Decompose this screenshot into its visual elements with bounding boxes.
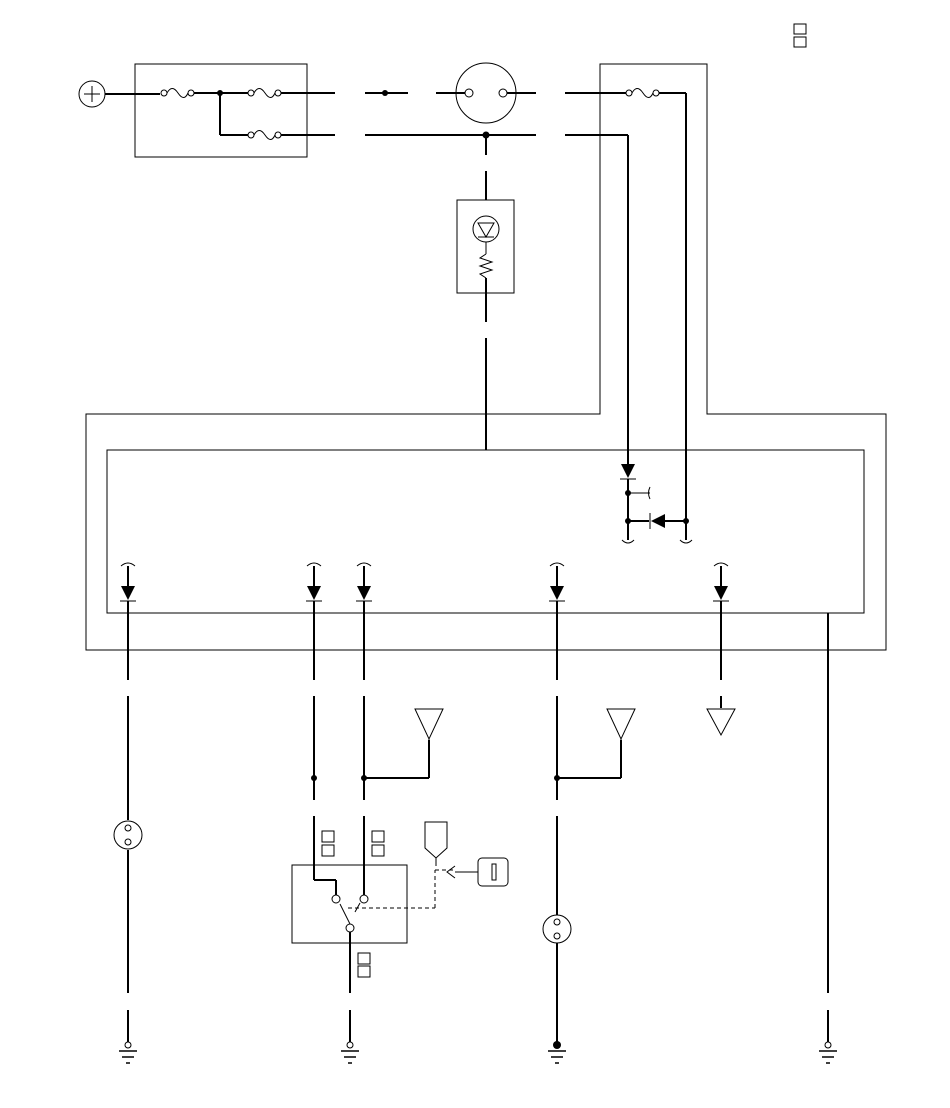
switch-contact (359, 894, 369, 904)
switch-contact (345, 923, 355, 933)
ground-icon (119, 1010, 137, 1064)
key-icon (424, 821, 509, 887)
fuse-icon (160, 88, 195, 98)
control-unit (106, 449, 865, 614)
antenna-icon (414, 708, 444, 750)
connector-icon (455, 62, 536, 124)
antenna-icon (706, 708, 736, 737)
pin-arrow-1 (120, 562, 136, 602)
pin-arrow-3 (356, 562, 372, 602)
antenna-icon (606, 708, 636, 750)
fuse-box (134, 63, 308, 158)
label-boxes-top-right (793, 23, 807, 48)
fuse-icon (625, 88, 660, 98)
connector-icon (542, 914, 572, 944)
pin-arrow-2 (306, 562, 322, 602)
pin-arrow-5 (713, 562, 729, 602)
ground-icon (819, 1010, 837, 1064)
harness-outline (85, 63, 887, 651)
battery-positive-icon (78, 80, 106, 108)
resistor-icon (478, 253, 494, 279)
connector-icon (113, 820, 143, 850)
switch-contact (331, 894, 341, 904)
ground-icon (341, 1010, 359, 1064)
pin-arrow-4 (549, 562, 565, 602)
fuse-icon (247, 130, 282, 140)
diode-icon (649, 513, 665, 529)
fuse-icon (247, 88, 282, 98)
label-boxes (321, 830, 385, 978)
ground-icon (548, 1041, 566, 1064)
led-icon (472, 215, 500, 243)
